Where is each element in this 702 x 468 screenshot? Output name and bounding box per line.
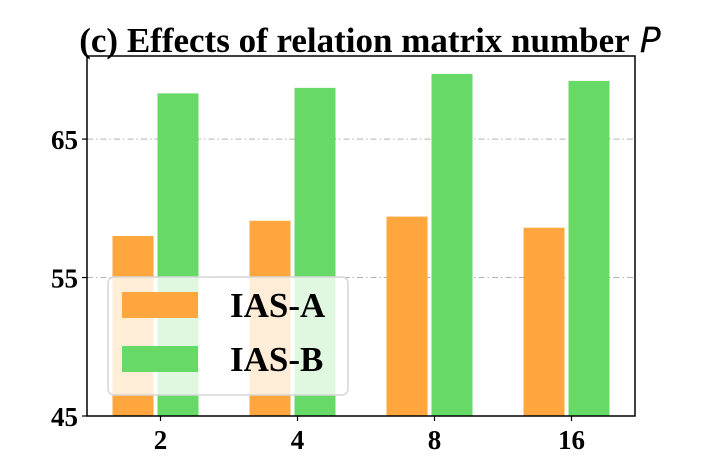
legend-swatch-ias-b [122,346,198,372]
y-tick-label: 45 [51,402,78,432]
legend-swatch-ias-a [122,292,198,318]
legend: IAS-A IAS-B [107,276,349,396]
y-tick-label: 65 [51,125,78,155]
plot-frame [86,55,636,417]
legend-label-ias-b: IAS-B [230,340,323,379]
y-axis-ticks: 45 55 65 [51,125,87,432]
bar-ias-b-8 [431,74,473,416]
chart-title-text: (c) Effects of relation matrix number [79,21,629,60]
y-tick-label: 55 [51,264,78,294]
bar-ias-b-16 [568,80,610,416]
x-axis-ticks: 2 4 8 16 [154,416,585,455]
x-tick-label: 8 [428,425,442,455]
x-tick-label: 4 [291,425,305,455]
chart-title-variable: P [640,21,662,61]
chart-title: (c) Effects of relation matrix number P [79,21,661,61]
bar-ias-a-8 [386,216,428,416]
bar-ias-a-16 [523,227,565,416]
x-tick-label: 2 [154,425,168,455]
legend-label-ias-a: IAS-A [230,286,326,325]
x-tick-label: 16 [558,425,585,455]
